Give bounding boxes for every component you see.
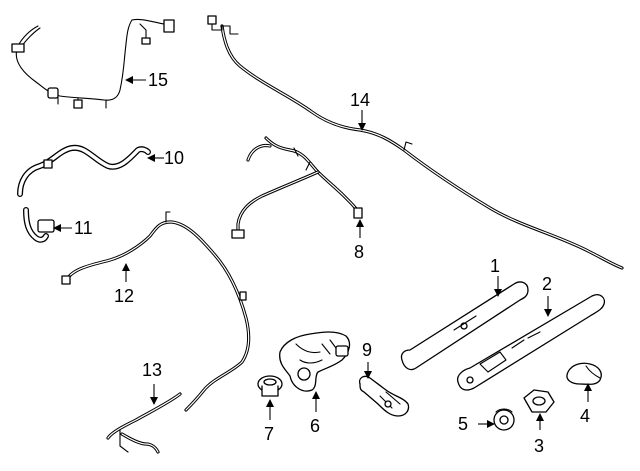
part-15-wiring-harness[interactable] [11,18,175,109]
part-12-hose[interactable] [61,211,251,412]
part-6-wiper-motor[interactable] [279,331,351,392]
part-14-washer-hose[interactable] [207,15,624,270]
callout-14: 14 [350,90,370,110]
callout-1: 1 [490,256,500,276]
callout-5: 5 [458,414,468,434]
callout-4: 4 [580,406,590,426]
callout-15: 15 [148,70,168,90]
part-2-wiper-blade[interactable] [456,294,606,391]
part-3-nut[interactable] [523,389,555,413]
callout-8: 8 [354,242,364,262]
part-10-hose[interactable] [17,144,151,197]
part-5-bushing[interactable] [493,408,515,431]
part-9-washer-nozzle[interactable] [358,375,410,417]
callout-7: 7 [264,424,274,444]
callout-13: 13 [142,360,162,380]
callout-11: 11 [74,218,93,238]
part-7-grommet[interactable] [257,375,283,397]
callout-10: 10 [164,148,184,168]
callout-12: 12 [114,286,134,306]
part-8-washer-tube[interactable] [231,136,363,239]
callout-2: 2 [542,274,552,294]
callout-6: 6 [310,416,320,436]
part-11-elbow-hose[interactable] [23,207,55,243]
part-13-hose[interactable] [106,392,182,454]
part-1-wiper-arm[interactable] [400,281,529,371]
callout-3: 3 [534,436,544,456]
callout-9: 9 [362,340,372,360]
part-4-cap[interactable] [566,362,602,385]
